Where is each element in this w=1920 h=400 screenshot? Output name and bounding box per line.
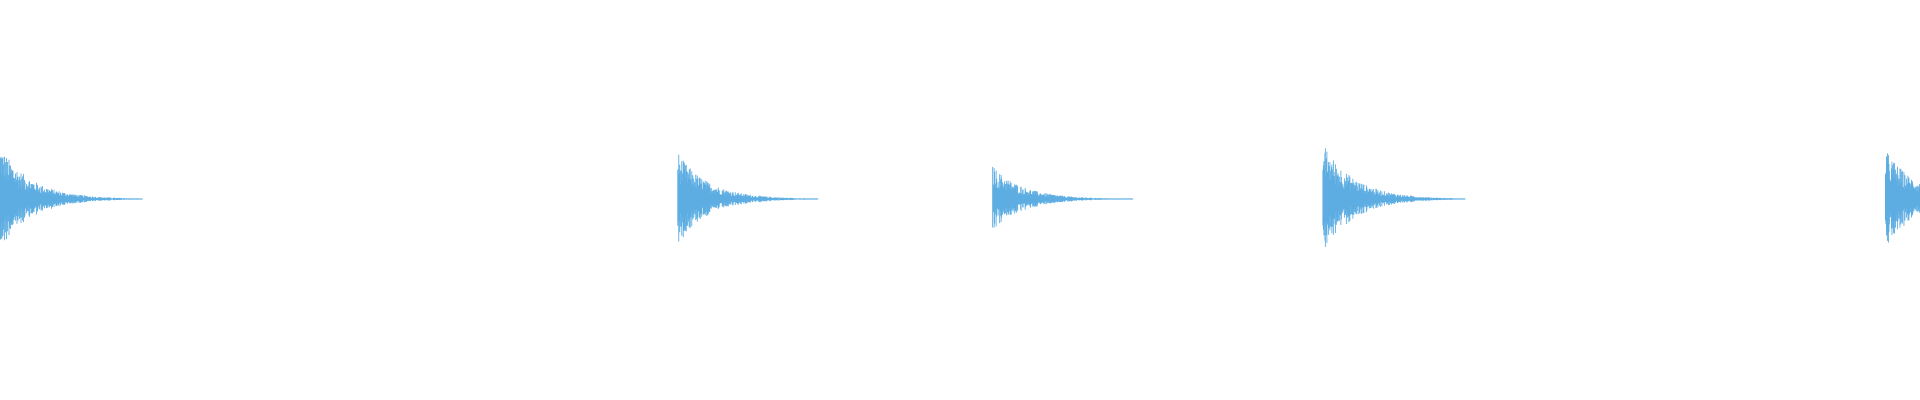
waveform-group: [0, 148, 1920, 247]
waveform-hit-3: [992, 166, 1134, 228]
waveform-hit-2: [677, 154, 819, 242]
waveform-hit-5: [1884, 153, 1920, 243]
waveform-hit-4: [1322, 148, 1466, 247]
